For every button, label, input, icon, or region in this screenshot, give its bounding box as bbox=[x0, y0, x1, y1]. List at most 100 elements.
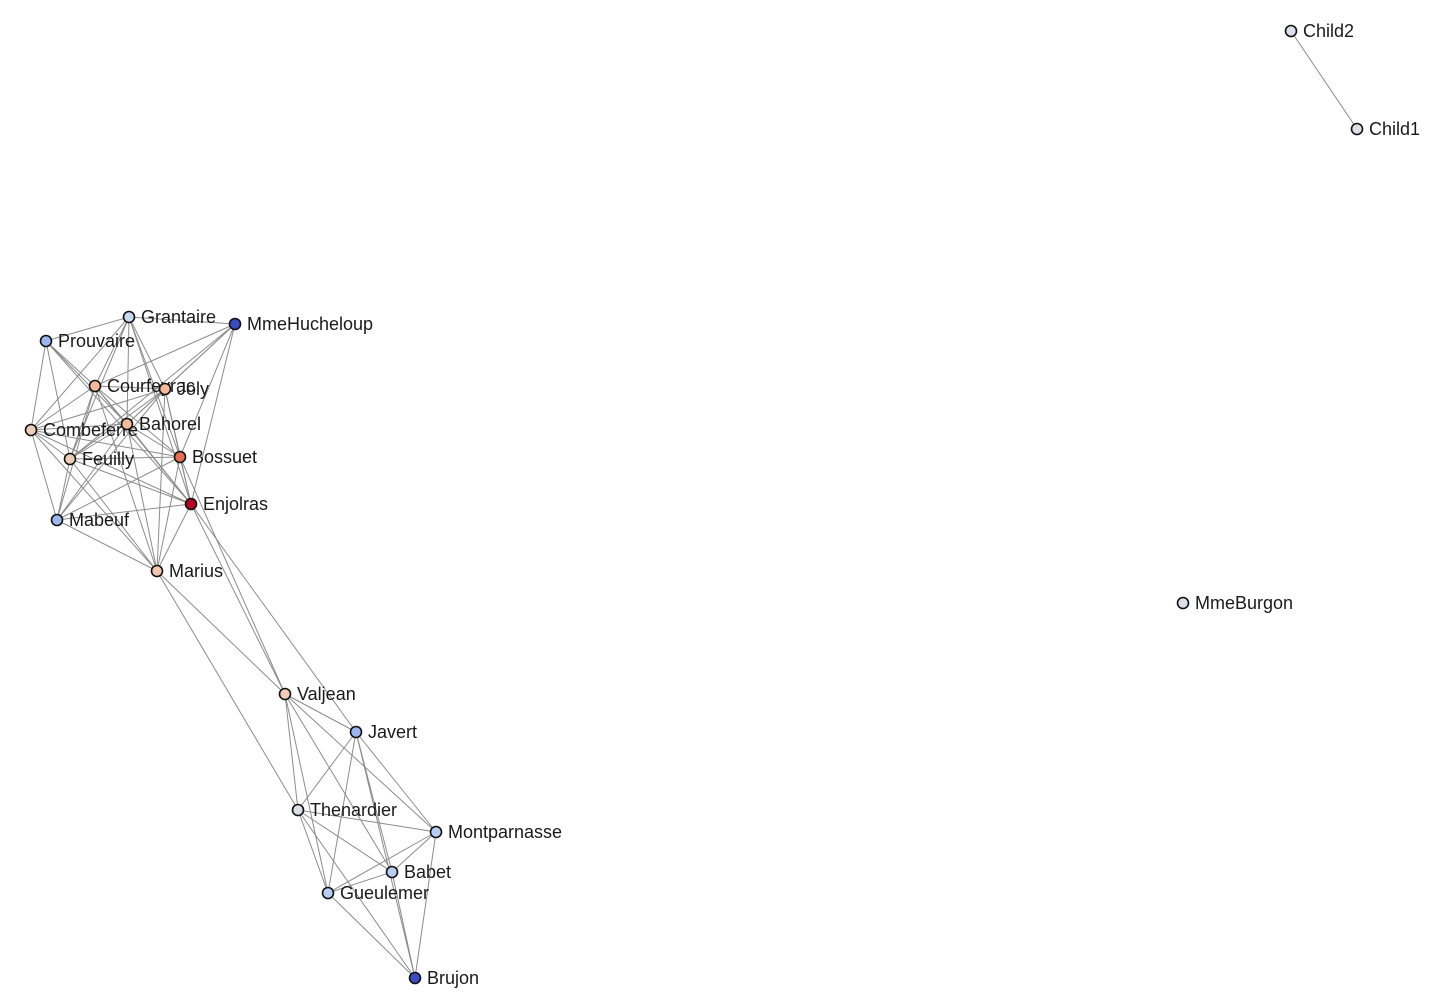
edge-javert-brujon bbox=[355, 731, 416, 979]
edge-bahorel-bossuet bbox=[126, 423, 181, 458]
edge-bossuet-marius bbox=[156, 456, 181, 572]
node-label: Combeferre bbox=[43, 420, 138, 440]
edges-layer bbox=[30, 30, 1358, 979]
node-label: Prouvaire bbox=[58, 331, 135, 351]
node-prouvaire: Prouvaire bbox=[39, 331, 135, 351]
node-label: Gueulemer bbox=[340, 883, 429, 903]
node-label: Feuilly bbox=[82, 449, 134, 469]
edge-bossuet-valjean bbox=[179, 456, 286, 695]
edge-bahorel-marius bbox=[126, 423, 158, 572]
node-label: Courfeyrac bbox=[107, 376, 195, 396]
node-circle bbox=[63, 452, 77, 466]
node-label: Montparnasse bbox=[448, 822, 562, 842]
edge-javert-gueulemer bbox=[327, 731, 357, 894]
edge-combeferre-bahorel bbox=[30, 423, 128, 431]
node-bahorel: Bahorel bbox=[120, 414, 201, 434]
edge-grantaire-prouvaire bbox=[45, 316, 130, 342]
node-label: Babet bbox=[404, 862, 451, 882]
node-circle bbox=[349, 725, 363, 739]
node-label: Grantaire bbox=[141, 307, 216, 327]
node-circle bbox=[173, 450, 187, 464]
edge-courfeyrac-combeferre bbox=[30, 385, 96, 431]
edge-feuilly-bossuet bbox=[69, 456, 181, 460]
edge-prouvaire-enjolras bbox=[45, 340, 192, 505]
node-circle bbox=[50, 513, 64, 527]
node-mabeuf: Mabeuf bbox=[50, 510, 130, 530]
edge-montparnasse-babet bbox=[391, 831, 437, 873]
edge-prouvaire-courfeyrac bbox=[45, 340, 96, 387]
node-label: Bahorel bbox=[139, 414, 201, 434]
edge-mme-hucheloup-feuilly bbox=[69, 323, 236, 460]
node-label: Joly bbox=[177, 379, 209, 399]
node-label: Child1 bbox=[1369, 119, 1420, 139]
edge-mme-hucheloup-enjolras bbox=[190, 323, 236, 505]
node-javert: Javert bbox=[349, 722, 417, 742]
edge-combeferre-bossuet bbox=[30, 429, 181, 458]
node-circle bbox=[228, 317, 242, 331]
node-label: Marius bbox=[169, 561, 223, 581]
edge-bossuet-enjolras bbox=[179, 456, 192, 505]
node-label: Brujon bbox=[427, 968, 479, 988]
edge-grantaire-mme-hucheloup bbox=[128, 316, 236, 325]
edge-thenardier-babet bbox=[297, 809, 393, 873]
edge-montparnasse-gueulemer bbox=[327, 831, 437, 894]
node-circle bbox=[39, 334, 53, 348]
node-circle bbox=[24, 423, 38, 437]
edge-grantaire-bossuet bbox=[128, 316, 181, 458]
edge-courfeyrac-mabeuf bbox=[56, 385, 96, 521]
node-brujon: Brujon bbox=[408, 968, 479, 988]
node-circle bbox=[88, 379, 102, 393]
node-circle bbox=[1350, 122, 1364, 136]
edge-child2-child1 bbox=[1290, 30, 1358, 130]
node-combeferre: Combeferre bbox=[24, 420, 138, 440]
edge-feuilly-mabeuf bbox=[56, 458, 71, 521]
edge-feuilly-enjolras bbox=[69, 458, 192, 505]
edge-valjean-javert bbox=[284, 693, 357, 733]
node-babet: Babet bbox=[385, 862, 451, 882]
edge-mabeuf-marius bbox=[56, 519, 158, 572]
edge-joly-marius bbox=[156, 388, 166, 572]
node-marius: Marius bbox=[150, 561, 223, 581]
edge-mme-hucheloup-courfeyrac bbox=[94, 323, 236, 387]
node-label: Thenardier bbox=[310, 800, 397, 820]
edge-enjolras-valjean bbox=[190, 503, 286, 695]
edge-valjean-babet bbox=[284, 693, 393, 873]
edge-marius-valjean bbox=[156, 570, 286, 695]
edge-joly-bahorel bbox=[126, 388, 166, 425]
edge-grantaire-bahorel bbox=[126, 316, 130, 425]
edge-gueulemer-brujon bbox=[327, 892, 416, 979]
node-circle bbox=[184, 497, 198, 511]
node-label: Bossuet bbox=[192, 447, 257, 467]
edge-joly-mabeuf bbox=[56, 388, 166, 521]
edge-combeferre-mabeuf bbox=[30, 429, 58, 521]
node-circle bbox=[150, 564, 164, 578]
edge-javert-thenardier bbox=[297, 731, 357, 811]
edge-enjolras-marius bbox=[156, 503, 192, 572]
edge-enjolras-mabeuf bbox=[56, 503, 192, 521]
node-montparnasse: Montparnasse bbox=[429, 822, 562, 842]
edge-mme-hucheloup-bossuet bbox=[179, 323, 236, 458]
node-gueulemer: Gueulemer bbox=[321, 883, 429, 903]
node-circle bbox=[278, 687, 292, 701]
node-label: Javert bbox=[368, 722, 417, 742]
node-label: Enjolras bbox=[203, 494, 268, 514]
edge-babet-gueulemer bbox=[327, 871, 393, 894]
edge-joly-feuilly bbox=[69, 388, 166, 460]
edge-courfeyrac-feuilly bbox=[69, 385, 96, 460]
edge-joly-combeferre bbox=[30, 388, 166, 431]
edge-valjean-thenardier bbox=[284, 693, 299, 811]
edge-bahorel-enjolras bbox=[126, 423, 192, 505]
edge-valjean-gueulemer bbox=[284, 693, 329, 894]
edge-grantaire-combeferre bbox=[30, 316, 130, 431]
node-circle bbox=[1176, 596, 1190, 610]
node-mme-burgon: MmeBurgon bbox=[1176, 593, 1293, 613]
edge-courfeyrac-bossuet bbox=[94, 385, 181, 458]
node-joly: Joly bbox=[158, 379, 209, 399]
node-circle bbox=[158, 382, 172, 396]
node-valjean: Valjean bbox=[278, 684, 356, 704]
node-thenardier: Thenardier bbox=[291, 800, 397, 820]
node-circle bbox=[122, 310, 136, 324]
edge-combeferre-feuilly bbox=[30, 429, 71, 460]
